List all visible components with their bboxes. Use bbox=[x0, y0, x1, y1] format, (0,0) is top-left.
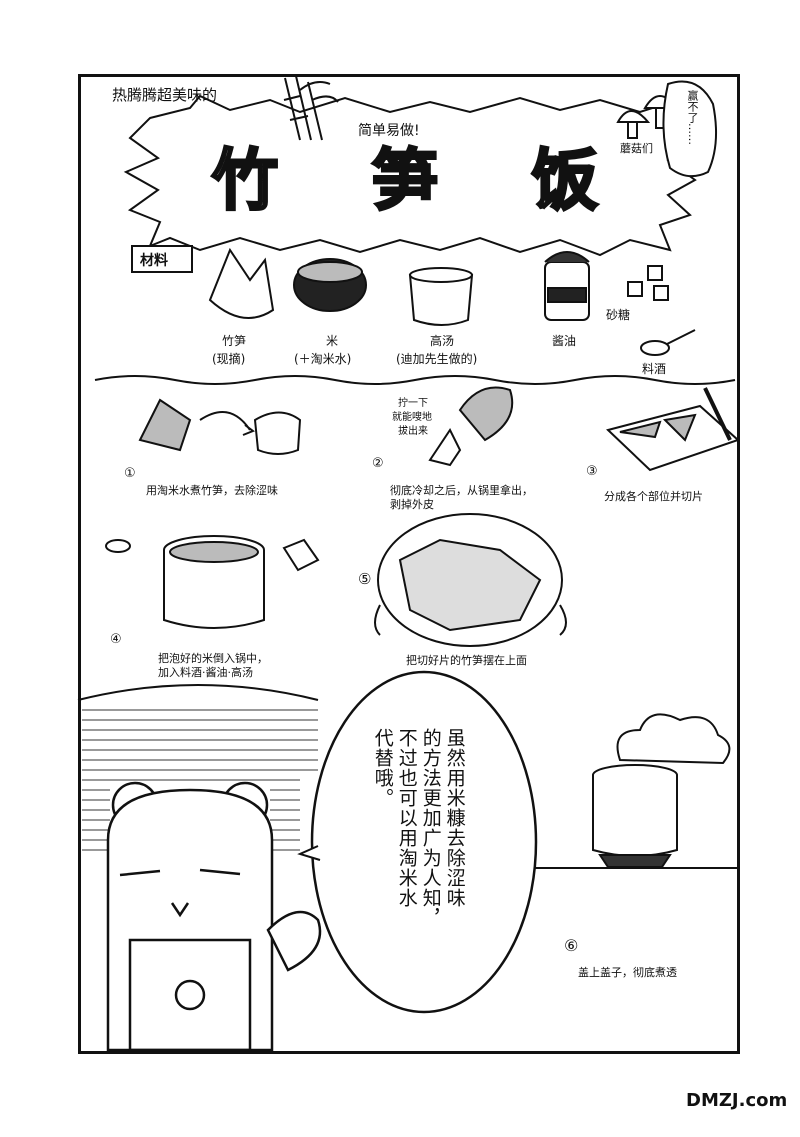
bamboo-illustration bbox=[283, 75, 339, 141]
step1-pot-icon bbox=[253, 411, 302, 455]
speech-col-1: 虽然用米糠去除涩味 bbox=[443, 728, 466, 908]
header-subkicker: 简单易做! bbox=[358, 123, 420, 139]
knife-icon bbox=[703, 387, 732, 441]
step4-text-line1: 把泡好的米倒入锅中， bbox=[158, 652, 268, 665]
striped-backdrop-edge bbox=[77, 684, 319, 701]
title-char-3: 饭 bbox=[531, 142, 600, 219]
speech-col-3: 不过也可以用淘米水 bbox=[395, 728, 418, 908]
ingredient-note-rice: (＋淘米水) bbox=[294, 352, 352, 366]
apron bbox=[128, 938, 252, 1052]
watermark-logo: DMZJ.com bbox=[686, 1090, 788, 1111]
striped-backdrop bbox=[82, 709, 318, 851]
step4-text-line2: 加入料酒·酱油·高汤 bbox=[158, 666, 253, 679]
mushroom-label: 蘑菇们 bbox=[620, 142, 653, 155]
bear-character bbox=[106, 781, 322, 1052]
sake-spoon-icon bbox=[640, 340, 670, 356]
step2-text-line2: 剥掉外皮 bbox=[390, 498, 434, 511]
speech-bubble bbox=[310, 670, 538, 1014]
sugar-cube-icon bbox=[627, 281, 643, 297]
step2-aside-line2: 就能嗖地 bbox=[392, 412, 432, 423]
ingredients-label-box bbox=[131, 245, 193, 273]
step6-text: 盖上盖子，彻底煮透 bbox=[578, 966, 677, 979]
bamboo-shoot-icon bbox=[208, 247, 275, 319]
title-char-2: 笋 bbox=[371, 142, 440, 219]
ingredient-note-stock: (迪加先生做的) bbox=[396, 352, 478, 366]
step1-bamboo-icon bbox=[138, 398, 192, 452]
header-kicker: 热腾腾超美味的 bbox=[112, 86, 218, 104]
title-burst bbox=[123, 94, 697, 257]
ingredient-name-rice: 米 bbox=[326, 334, 339, 348]
step6-number: ⑥ bbox=[564, 936, 579, 955]
step2-bamboo-icon bbox=[458, 386, 514, 442]
page-frame bbox=[78, 74, 740, 1054]
step3-text: 分成各个部位并切片 bbox=[604, 490, 703, 503]
ingredient-name-bamboo: 竹笋 bbox=[222, 334, 247, 348]
step4-spoon-icon bbox=[105, 539, 131, 553]
ingredients-label: 材料 bbox=[140, 253, 168, 269]
step4-pot-icon bbox=[163, 550, 265, 629]
step2-aside-line1: 拧一下 bbox=[398, 398, 428, 409]
step5-number: ⑤ bbox=[358, 570, 372, 588]
step1-number: ① bbox=[124, 466, 136, 481]
ingredient-note-bamboo: (现摘) bbox=[212, 352, 246, 366]
steam-cloud bbox=[616, 713, 731, 765]
mushroom-speech-bubble bbox=[662, 80, 717, 178]
mushroom-speech: 赢不了…… bbox=[686, 90, 699, 145]
step2-text-line1: 彻底冷却之后，从锅里拿出， bbox=[390, 484, 533, 497]
stock-pot-icon bbox=[408, 274, 474, 326]
cutting-board-icon bbox=[606, 404, 740, 472]
step3-number: ③ bbox=[586, 464, 598, 479]
step4-cup-icon bbox=[282, 538, 320, 572]
step1-text: 用淘米水煮竹笋，去除涩味 bbox=[146, 484, 278, 497]
wavy-divider bbox=[94, 375, 736, 385]
ingredient-name-sake: 料酒 bbox=[642, 362, 667, 376]
ingredient-name-soy: 酱油 bbox=[552, 334, 577, 348]
ingredient-name-stock: 高汤 bbox=[430, 334, 455, 348]
ingredient-name-sugar: 砂糖 bbox=[606, 308, 631, 322]
step2-number: ② bbox=[372, 456, 384, 471]
speech-col-4: 代替哦。 bbox=[371, 728, 394, 808]
step6-pot-icon bbox=[592, 775, 678, 857]
step4-number: ④ bbox=[110, 632, 122, 647]
speech-col-2: 的方法更加广为人知， bbox=[419, 728, 442, 928]
title-char-1: 竹 bbox=[211, 142, 280, 219]
step2-aside-line3: 拔出来 bbox=[398, 426, 428, 437]
step2-tip-icon bbox=[428, 428, 462, 467]
step5-text: 把切好片的竹笋摆在上面 bbox=[406, 654, 527, 667]
